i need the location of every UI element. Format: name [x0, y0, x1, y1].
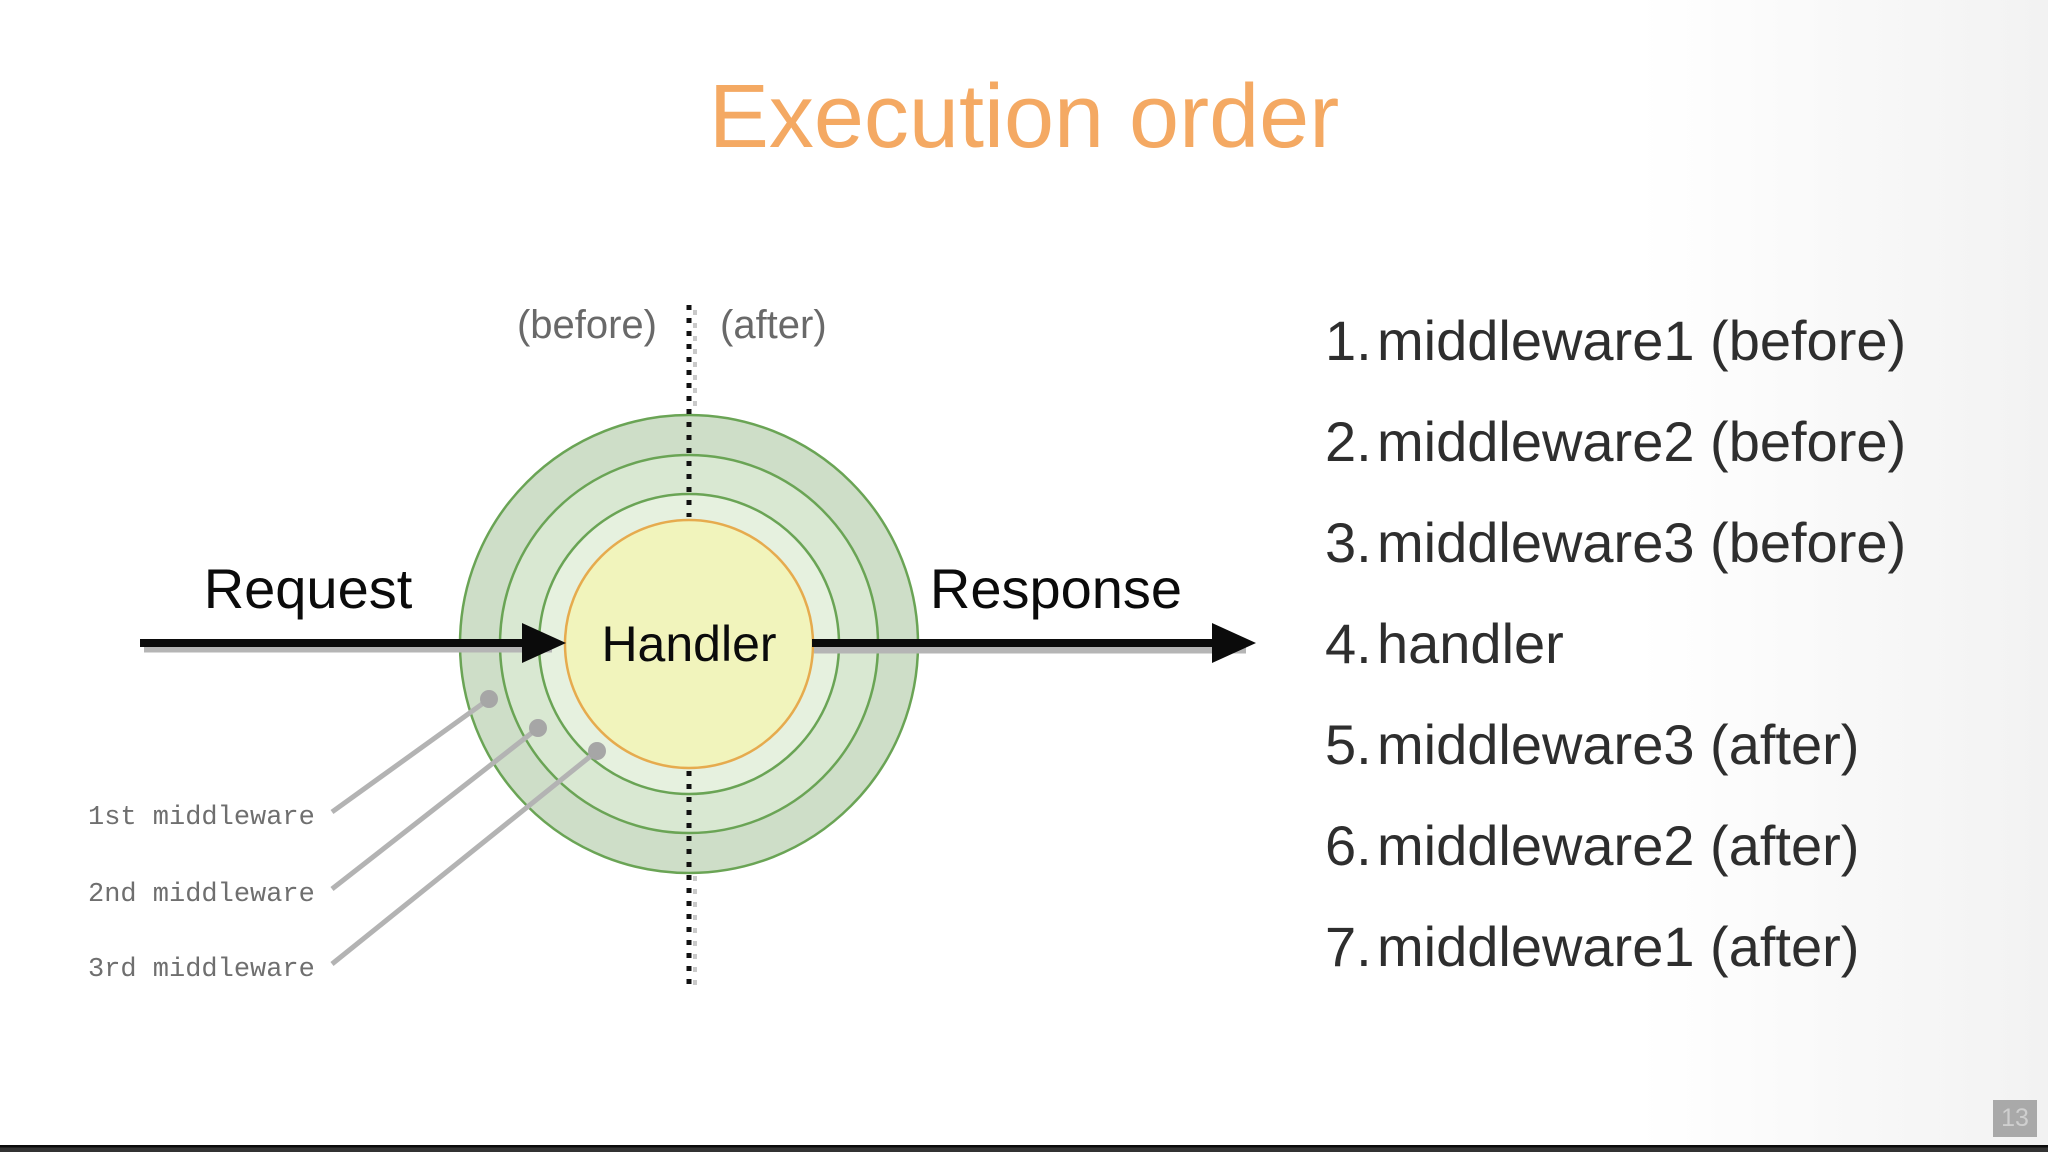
execution-step: 5. middleware3 (after): [1325, 694, 1906, 795]
after-label: (after): [720, 303, 827, 347]
step-number: 4.: [1325, 612, 1372, 675]
response-arrow-head: [1212, 623, 1256, 663]
step-label: middleware3 (after): [1377, 713, 1860, 776]
step-number: 1.: [1325, 309, 1372, 372]
leader-line-1: [330, 696, 491, 815]
execution-step: 6. middleware2 (after): [1325, 795, 1906, 896]
execution-step: 1. middleware1 (before): [1325, 290, 1906, 391]
request-label: Request: [204, 557, 413, 620]
request-arrow-head: [522, 623, 566, 663]
slide-title: Execution order: [708, 67, 1340, 167]
handler-label: Handler: [601, 616, 776, 672]
step-label: middleware1 (before): [1377, 309, 1907, 372]
execution-step: 2. middleware2 (before): [1325, 391, 1906, 492]
leader-dot-2: [529, 719, 547, 737]
step-number: 6.: [1325, 814, 1372, 877]
step-label: middleware3 (before): [1377, 511, 1907, 574]
step-label: middleware1 (after): [1377, 915, 1860, 978]
step-number: 7.: [1325, 915, 1372, 978]
step-label: handler: [1377, 612, 1564, 675]
step-number: 2.: [1325, 410, 1372, 473]
ring-label-2nd-middleware: 2nd middleware: [88, 880, 315, 910]
leader-line-2: [330, 726, 540, 891]
leader-line-3: [330, 749, 599, 966]
response-label: Response: [930, 557, 1182, 620]
execution-step: 3. middleware3 (before): [1325, 492, 1906, 593]
step-number: 3.: [1325, 511, 1372, 574]
step-label: middleware2 (after): [1377, 814, 1860, 877]
execution-step: 7. middleware1 (after): [1325, 896, 1906, 997]
execution-order-list: 1. middleware1 (before) 2. middleware2 (…: [1325, 290, 1906, 997]
execution-step: 4. handler: [1325, 593, 1906, 694]
step-label: middleware2 (before): [1377, 410, 1907, 473]
step-number: 5.: [1325, 713, 1372, 776]
leader-dot-1: [480, 690, 498, 708]
page-number-badge: 13: [1993, 1100, 2037, 1137]
ring-label-3rd-middleware: 3rd middleware: [88, 955, 315, 985]
ring-label-1st-middleware: 1st middleware: [88, 803, 315, 833]
leader-dot-3: [588, 742, 606, 760]
bottom-bar: [0, 1145, 2048, 1152]
before-label: (before): [517, 303, 657, 347]
